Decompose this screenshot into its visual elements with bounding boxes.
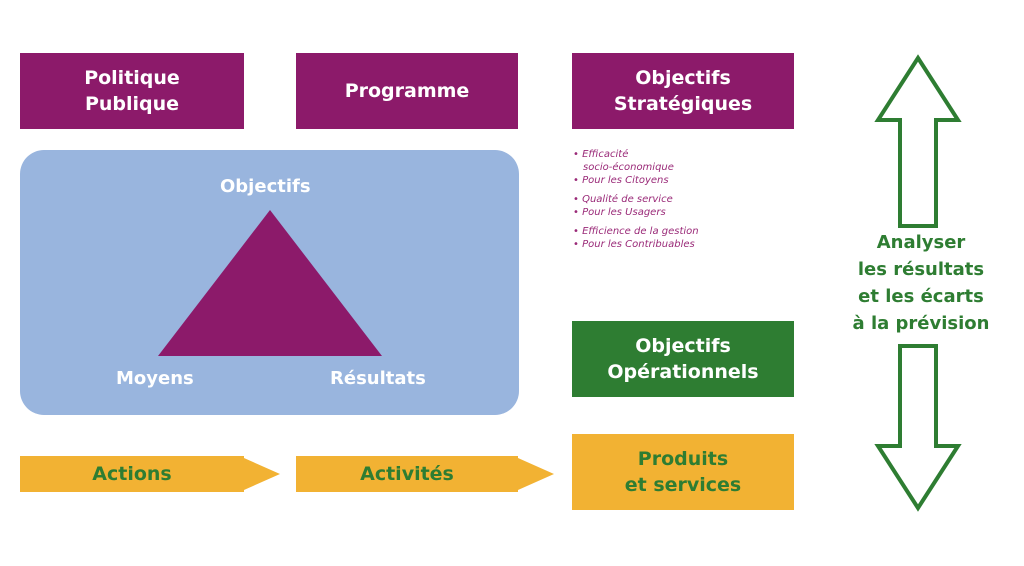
bullet-item: • Qualité de service	[573, 194, 673, 205]
bullet-item: • Pour les Contribuables	[573, 239, 695, 250]
triangle-left-label: Moyens	[116, 368, 194, 389]
activites-arrow-head	[518, 458, 554, 490]
analyse-down-arrow	[874, 344, 962, 512]
activites-box: Activités	[296, 456, 518, 492]
bullet-item: • Pour les Usagers	[573, 207, 666, 218]
actions-arrow-head	[244, 458, 280, 490]
bullet-group-contribuables: • Efficience de la gestion • Pour les Co…	[573, 225, 753, 251]
bullet-group-usagers: • Qualité de service • Pour les Usagers	[573, 193, 753, 219]
politique-publique-box: Politique Publique	[20, 53, 244, 129]
bullet-item: • Pour les Citoyens	[573, 175, 669, 186]
analyse-label: Analyser les résultats et les écarts à l…	[852, 232, 990, 334]
strategic-bullets: • Efficacité socio-économique • Pour les…	[573, 148, 753, 257]
produits-services-box: Produits et services	[572, 434, 794, 510]
objectifs-moyens-resultats-triangle	[158, 210, 382, 356]
objectifs-operationnels-box: Objectifs Opérationnels	[572, 321, 794, 397]
triangle-top-label: Objectifs	[220, 176, 311, 197]
bullet-item: • Efficacité socio-économique	[573, 149, 674, 173]
programme-box: Programme	[296, 53, 518, 129]
bullet-item: • Efficience de la gestion	[573, 226, 699, 237]
analyse-up-arrow	[874, 54, 962, 228]
bullet-group-citoyens: • Efficacité socio-économique • Pour les…	[573, 148, 753, 187]
actions-box: Actions	[20, 456, 244, 492]
triangle-right-label: Résultats	[330, 368, 426, 389]
objectifs-strategiques-box: Objectifs Stratégiques	[572, 53, 794, 129]
